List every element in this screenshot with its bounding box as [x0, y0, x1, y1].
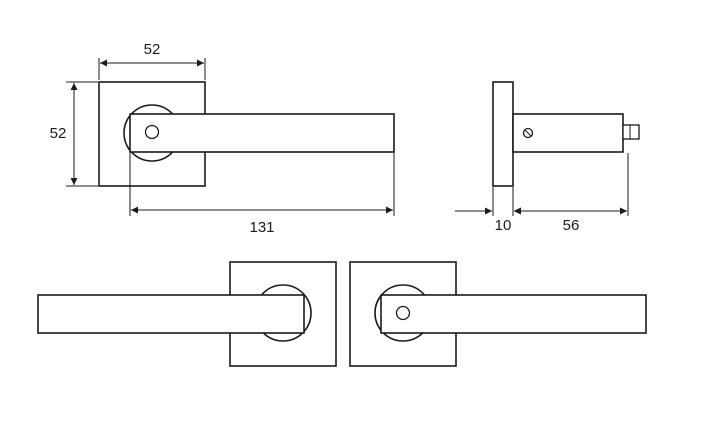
dimension-rose-height: 52: [50, 81, 98, 187]
side-view: [492, 81, 640, 187]
dimension-label-projection: 56: [563, 217, 580, 234]
front-set-screw-icon: [144, 124, 160, 140]
side-spindle-pin: [622, 124, 640, 140]
front-lever-handle: [129, 113, 395, 153]
side-rose-plate: [492, 81, 514, 187]
dimension-label-lever-length: 131: [249, 219, 274, 236]
left-hand-lever: [37, 261, 337, 367]
right-hand-lever: [349, 261, 647, 367]
side-screw-slot: [524, 129, 532, 137]
right-set-screw-icon: [395, 305, 411, 321]
dimension-label-rose-thickness: 10: [495, 217, 512, 234]
right-lever-handle: [380, 294, 647, 334]
dimension-projection: 56: [514, 153, 629, 234]
dimension-lever-length: 131: [129, 153, 395, 236]
dimension-label-rose-width: 52: [144, 41, 161, 58]
dimension-label-rose-height: 52: [50, 125, 67, 142]
left-lever-handle: [37, 294, 305, 334]
dimension-rose-width: 52: [98, 41, 206, 80]
front-view: [98, 81, 395, 187]
